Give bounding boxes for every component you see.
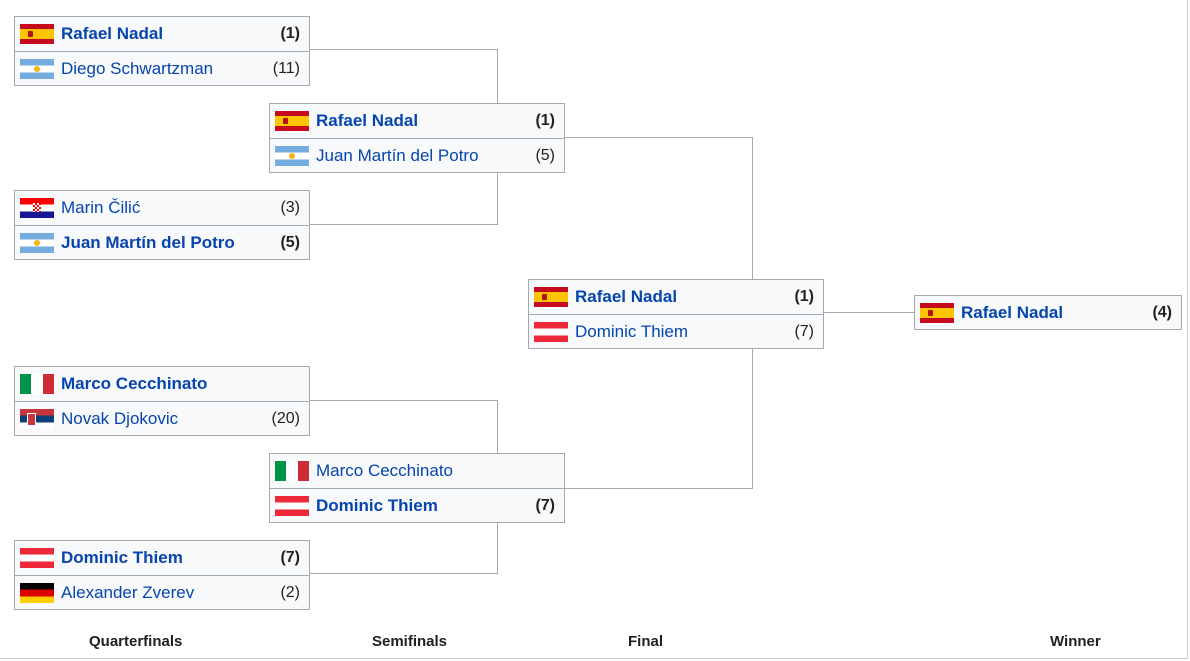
quarterfinal-match-4: Dominic Thiem (7) Alexander Zverev (2) xyxy=(14,540,310,610)
player-seed: (7) xyxy=(535,497,555,514)
player-name-link[interactable]: Rafael Nadal xyxy=(575,287,678,306)
player-seed: (11) xyxy=(272,60,300,77)
austria-flag-icon xyxy=(275,496,309,516)
serbia-flag-icon xyxy=(20,409,54,429)
connector-line xyxy=(309,49,498,50)
player-name-link[interactable]: Marco Cecchinato xyxy=(316,461,454,480)
connector-line xyxy=(497,49,498,104)
connector-line xyxy=(309,573,498,574)
player-name-link[interactable]: Juan Martín del Potro xyxy=(61,233,235,252)
player-row: Novak Djokovic (20) xyxy=(15,401,309,436)
player-row: Dominic Thiem (7) xyxy=(529,314,823,349)
austria-flag-icon xyxy=(20,548,54,568)
spain-flag-icon xyxy=(275,111,309,131)
connector-line xyxy=(497,522,498,574)
round-label-winner: Winner xyxy=(1050,633,1101,650)
player-name-link[interactable]: Dominic Thiem xyxy=(575,322,689,341)
player-name-link[interactable]: Marco Cecchinato xyxy=(61,374,208,393)
player-name-link[interactable]: Diego Schwartzman xyxy=(61,59,214,78)
argentina-flag-icon xyxy=(275,146,309,166)
player-row: Rafael Nadal (1) xyxy=(529,280,823,314)
round-label-semifinals: Semifinals xyxy=(372,633,448,650)
player-row: Marco Cecchinato xyxy=(15,367,309,401)
spain-flag-icon xyxy=(920,302,954,323)
player-row: Diego Schwartzman (11) xyxy=(15,51,309,86)
player-row: Marin Čilić (3) xyxy=(15,191,309,225)
player-seed: (5) xyxy=(280,234,300,251)
connector-line xyxy=(309,224,498,225)
final-match: Rafael Nadal (1) Dominic Thiem (7) xyxy=(528,279,824,349)
round-label-final: Final xyxy=(628,633,664,650)
player-name-link[interactable]: Dominic Thiem xyxy=(61,548,183,567)
player-name-link[interactable]: Dominic Thiem xyxy=(316,496,438,515)
player-seed: (2) xyxy=(280,584,300,601)
connector-line xyxy=(824,312,915,313)
player-name-link[interactable]: Marin Čilić xyxy=(61,198,141,217)
connector-line xyxy=(309,400,498,401)
player-seed: (7) xyxy=(280,549,300,566)
player-name-link[interactable]: Alexander Zverev xyxy=(61,583,195,602)
semifinal-match-2: Marco Cecchinato Dominic Thiem (7) xyxy=(269,453,565,523)
player-row: Alexander Zverev (2) xyxy=(15,575,309,610)
player-row: Juan Martín del Potro (5) xyxy=(15,225,309,260)
player-seed: (1) xyxy=(535,112,555,129)
player-name-link[interactable]: Rafael Nadal xyxy=(61,24,164,43)
quarterfinal-match-3: Marco Cecchinato Novak Djokovic (20) xyxy=(14,366,310,436)
italy-flag-icon xyxy=(20,374,54,394)
connector-line xyxy=(497,400,498,454)
germany-flag-icon xyxy=(20,583,54,603)
connector-line xyxy=(564,488,753,489)
player-row: Rafael Nadal (1) xyxy=(15,17,309,51)
argentina-flag-icon xyxy=(20,59,54,79)
player-row: Rafael Nadal (1) xyxy=(270,104,564,138)
spain-flag-icon xyxy=(534,287,568,307)
player-name-link[interactable]: Rafael Nadal xyxy=(961,302,1064,322)
player-row: Dominic Thiem (7) xyxy=(15,541,309,575)
austria-flag-icon xyxy=(534,322,568,342)
player-row: Marco Cecchinato xyxy=(270,454,564,488)
argentina-flag-icon xyxy=(20,233,54,253)
player-row: Juan Martín del Potro (5) xyxy=(270,138,564,173)
croatia-flag-icon xyxy=(20,198,54,218)
quarterfinal-match-2: Marin Čilić (3) Juan Martín del Potro (5… xyxy=(14,190,310,260)
player-seed: (1) xyxy=(794,288,814,305)
connector-line xyxy=(497,172,498,225)
player-seed: (7) xyxy=(794,323,814,340)
player-seed: (4) xyxy=(1152,303,1172,321)
player-name-link[interactable]: Juan Martín del Potro xyxy=(316,146,479,165)
player-row: Rafael Nadal (4) xyxy=(915,296,1181,329)
player-name-link[interactable]: Rafael Nadal xyxy=(316,111,419,130)
winner-box: Rafael Nadal (4) xyxy=(914,295,1182,330)
semifinal-match-1: Rafael Nadal (1) Juan Martín del Potro (… xyxy=(269,103,565,173)
player-seed: (5) xyxy=(535,147,555,164)
connector-line xyxy=(752,348,753,489)
player-seed: (20) xyxy=(271,410,300,427)
player-name-link[interactable]: Novak Djokovic xyxy=(61,409,179,428)
italy-flag-icon xyxy=(275,461,309,481)
round-label-quarterfinals: Quarterfinals xyxy=(89,633,183,650)
quarterfinal-match-1: Rafael Nadal (1) Diego Schwartzman (11) xyxy=(14,16,310,86)
connector-line xyxy=(564,137,753,138)
player-row: Dominic Thiem (7) xyxy=(270,488,564,523)
player-seed: (3) xyxy=(280,199,300,216)
player-seed: (1) xyxy=(280,25,300,42)
spain-flag-icon xyxy=(20,24,54,44)
connector-line xyxy=(752,137,753,280)
